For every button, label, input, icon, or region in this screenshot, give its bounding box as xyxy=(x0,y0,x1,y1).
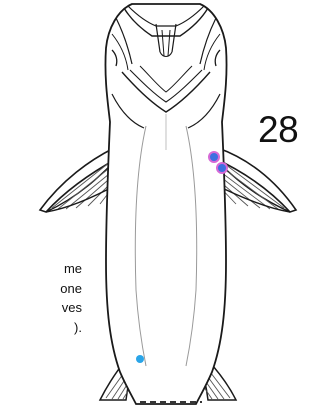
panel-number: 28 xyxy=(258,111,298,148)
caption-line: one xyxy=(0,279,82,299)
fish-body xyxy=(105,4,226,404)
caption-fragment: me one ves ). xyxy=(0,259,82,337)
caption-line: ves xyxy=(0,298,82,318)
right-pectoral-fin xyxy=(214,148,296,212)
marker-blue-dot xyxy=(210,153,218,161)
caption-line: ). xyxy=(0,318,82,338)
marker-cyan-dot xyxy=(136,355,144,363)
caption-line: me xyxy=(0,259,82,279)
marker-blue-dot-lower xyxy=(218,164,226,172)
